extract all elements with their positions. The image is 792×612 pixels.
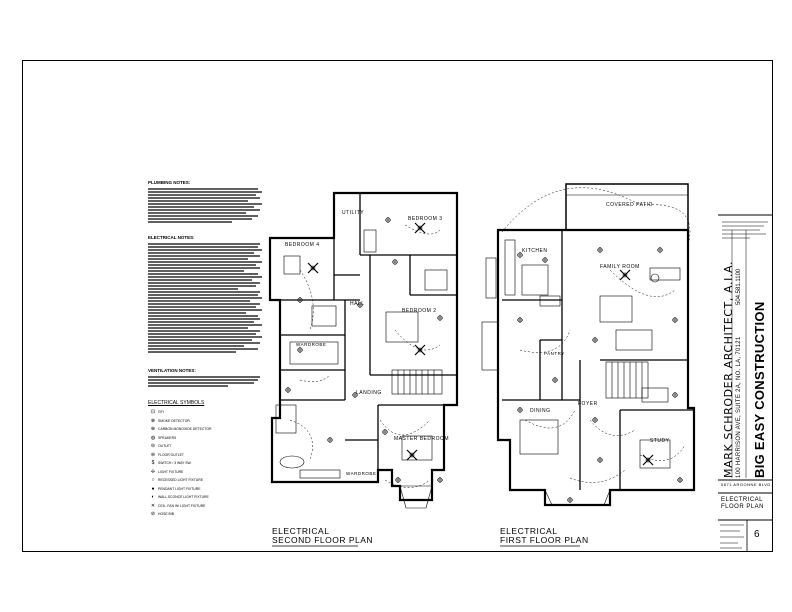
drawing-sheet-border [22, 60, 773, 552]
firm-address: 100 HARRISON AVE, SUITE 2A, NO. LA, 7012… [736, 336, 742, 478]
legend-label: SMOKE DETECTOR [158, 418, 190, 423]
firm-phone: 504.581.1100 [736, 268, 742, 305]
legend-row: ◍SPEAKERS [148, 434, 266, 443]
legend-label: HOSE BIB [158, 512, 175, 517]
room-foyer: FOYER [578, 401, 598, 407]
client-name: BIG EASY CONSTRUCTION [752, 301, 767, 478]
legend-symbol-icon: $ [151, 460, 155, 467]
legend-row: ◐WALL SCONCE LIGHT FIXTURE [148, 493, 266, 502]
room-covered-patio: COVERED PATIO [606, 202, 653, 208]
legend-row: ✕CEIL. FAN W/ LIGHT FIXTURE [148, 502, 266, 511]
electrical-symbols-legend: ELECTRICAL SYMBOLS ⊡GFI⊗SMOKE DETECTOR⊕C… [148, 400, 266, 519]
legend-symbol-icon: ◐ [151, 494, 155, 501]
legend-symbol-icon: ⊜ [150, 451, 156, 458]
legend-row: ⊗SMOKE DETECTOR [148, 417, 266, 426]
first-floor-title-line2: FIRST FLOOR PLAN [500, 535, 589, 545]
legend-label: SPEAKERS [158, 435, 177, 440]
electrical-notes-heading: ELECTRICAL NOTES: [148, 235, 195, 240]
legend-label: LIGHT FIXTURE [158, 469, 184, 474]
legend-label: PENDANT LIGHT FIXTURE [158, 486, 201, 491]
legend-label: SWITCH / 3 WAY SW. [158, 461, 192, 466]
first-floor-plan [481, 183, 696, 507]
room-bedroom-4: BEDROOM 4 [285, 242, 320, 248]
ventilation-notes-text [148, 376, 260, 387]
room-pantry: PANTRY [544, 351, 565, 356]
general-notes: PLUMBING NOTES: ELECTRICAL NOTES: VENTIL… [148, 178, 266, 395]
room-utility: UTILITY [342, 210, 365, 216]
legend-label: RECESSED LIGHT FIXTURE [158, 478, 203, 483]
legend-symbol-icon: ⊕ [150, 426, 156, 433]
sheet-title: ELECTRICAL FLOOR PLAN [721, 497, 765, 510]
legend-label: FLOOR OUTLET [158, 452, 184, 457]
legend-symbol-icon: ● [151, 485, 155, 492]
second-floor-title-line1: ELECTRICAL [272, 526, 330, 536]
legend-row: ●PENDANT LIGHT FIXTURE [148, 485, 266, 494]
legend-heading: ELECTRICAL SYMBOLS [148, 400, 205, 406]
legend-symbol-icon: ✢ [150, 468, 156, 475]
legend-symbol-icon: ⊘ [150, 511, 156, 518]
first-floor-title-line1: ELECTRICAL [500, 526, 558, 536]
legend-label: CEIL. FAN W/ LIGHT FIXTURE [158, 503, 206, 508]
legend-symbol-icon: ⊖ [150, 443, 156, 450]
legend-row: ⊡GFI [148, 408, 266, 417]
legend-row: ⊘HOSE BIB [148, 510, 266, 519]
legend-label: GFI [158, 410, 164, 415]
room-landing: LANDING [356, 390, 382, 396]
room-study: STUDY [650, 438, 670, 444]
room-master-bedroom: MASTER BEDROOM [394, 436, 450, 442]
legend-row: ⊕CARBON MONOXIDE DETECTOR [148, 425, 266, 434]
legend-label: CARBON MONOXIDE DETECTOR [158, 427, 212, 432]
legend-label: OUTLET [158, 444, 172, 449]
legend-symbol-icon: ◍ [150, 434, 156, 441]
room-bedroom-3: BEDROOM 3 [408, 216, 443, 222]
plumbing-notes-text [148, 188, 262, 223]
room-hall: HALL [350, 301, 365, 307]
project-address: 5871 ARGONNE BLVD. [721, 482, 773, 487]
electrical-notes-text [148, 243, 262, 353]
room-kitchen: KITCHEN [522, 248, 548, 254]
sheet-number: 6 [754, 529, 761, 540]
legend-row: ✢LIGHT FIXTURE [148, 468, 266, 477]
room-family-room: FAMILY ROOM [600, 264, 640, 270]
room-bedroom-2: BEDROOM 2 [402, 308, 437, 314]
plumbing-notes-heading: PLUMBING NOTES: [148, 180, 191, 185]
legend-row: ○RECESSED LIGHT FIXTURE [148, 476, 266, 485]
room-wardrobe: WARDROBE [296, 342, 327, 347]
legend-symbol-icon: ⊡ [150, 409, 156, 416]
legend-row: ⊖OUTLET [148, 442, 266, 451]
second-floor-plan [268, 191, 459, 509]
legend-symbol-icon: ○ [151, 477, 155, 484]
legend-label: WALL SCONCE LIGHT FIXTURE [158, 495, 209, 500]
legend-row: $SWITCH / 3 WAY SW. [148, 459, 266, 468]
room-dining: DINING [530, 408, 551, 414]
ventilation-notes-heading: VENTILATION NOTES: [148, 368, 196, 373]
second-floor-title-line2: SECOND FLOOR PLAN [272, 535, 374, 545]
legend-symbol-icon: ✕ [150, 502, 156, 509]
firm-name: MARK SCHRODER ARCHITECT, A.I.A. [722, 260, 735, 478]
room-wardrobe-2: WARDROBE [346, 471, 377, 476]
legend-symbol-icon: ⊗ [150, 417, 156, 424]
legend-row: ⊜FLOOR OUTLET [148, 451, 266, 460]
